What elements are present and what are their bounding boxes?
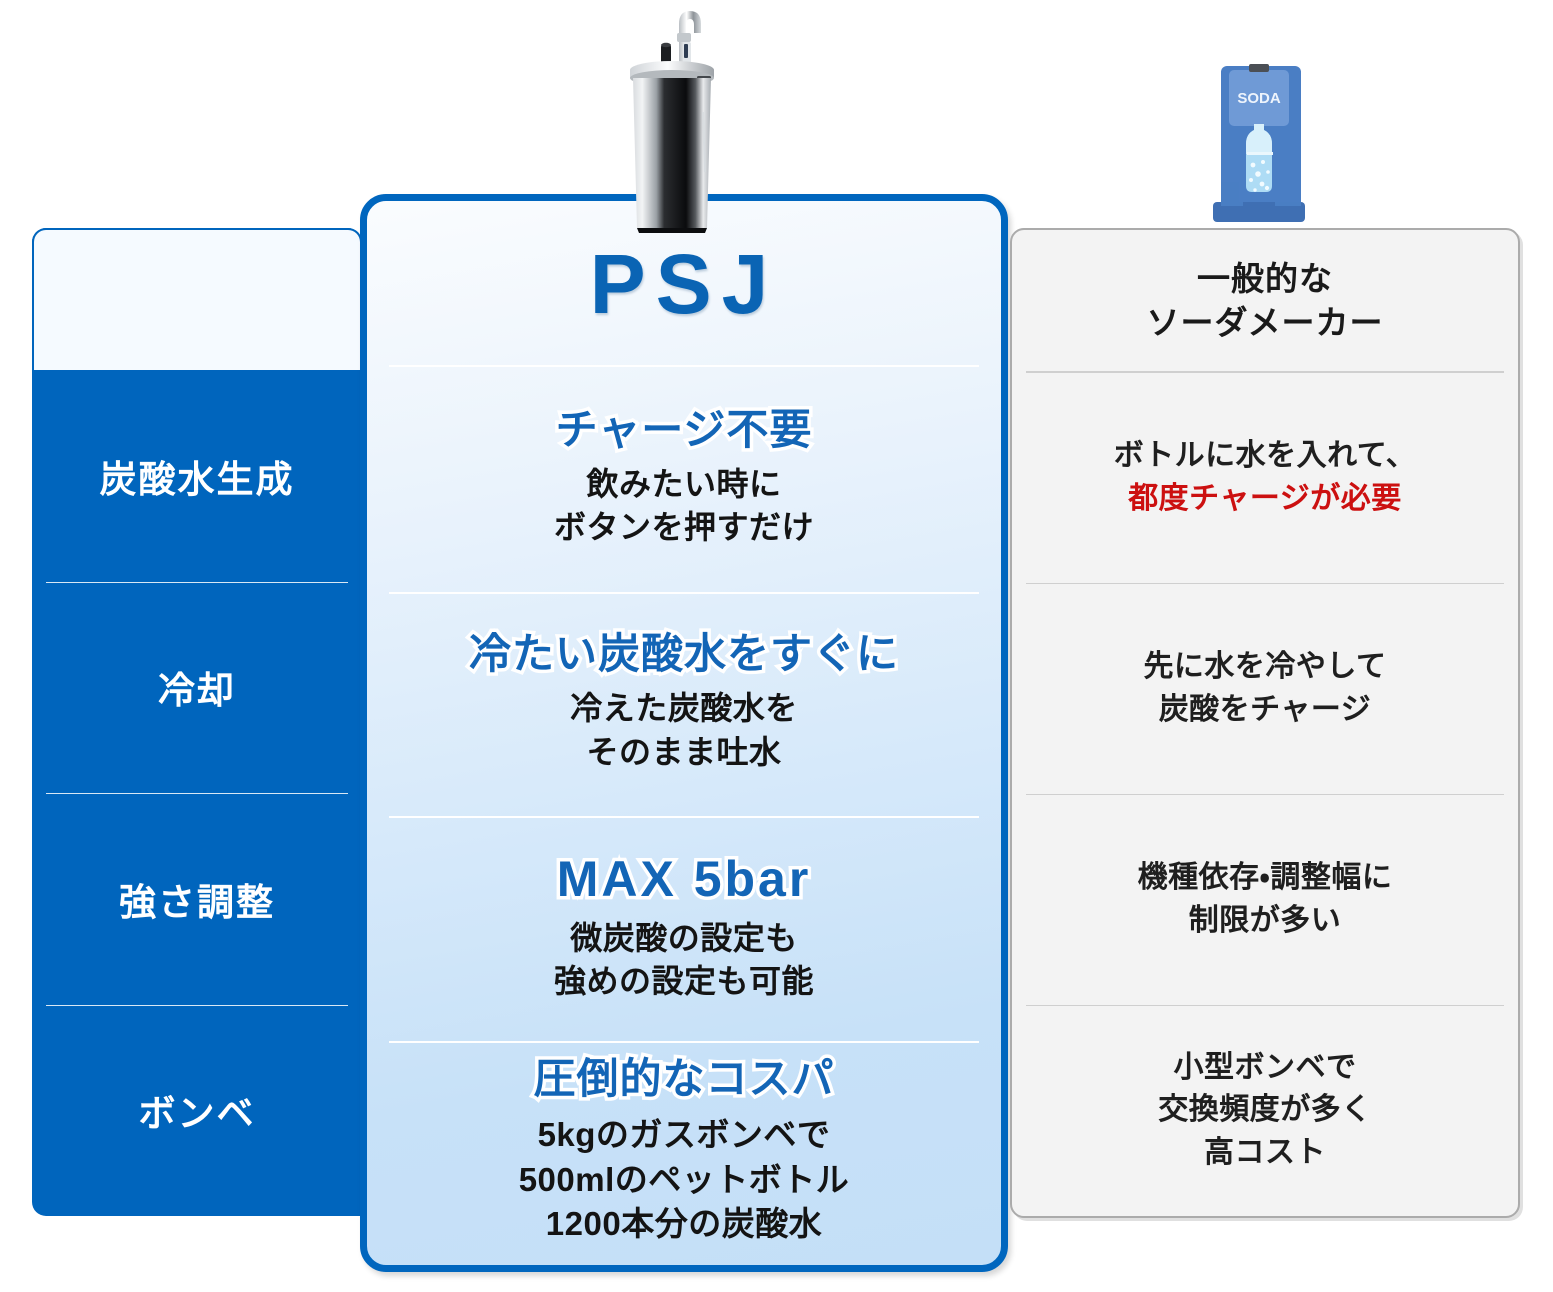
psj-detail-carbonation-line2: ボタンを押すだけ xyxy=(553,509,814,546)
generic-panel-header: 一般的な ソーダメーカー xyxy=(1012,230,1518,372)
psj-detail-cylinder-line1: 5kgのガスボンベで xyxy=(537,1115,831,1153)
psj-detail-cylinder-line3: 1200本分の炭酸水 xyxy=(545,1205,823,1243)
generic-cooling-line2: 炭酸をチャージ xyxy=(1158,692,1372,726)
psj-headline-cylinder: 圧倒的なコスパ xyxy=(530,1052,837,1106)
psj-row-strength: MAX 5bar 微炭酸の設定も 強めの設定も可能 xyxy=(367,816,1001,1041)
psj-row-cooling: 冷たい炭酸水をすぐに 冷えた炭酸水を そのまま吐水 xyxy=(367,591,1001,817)
psj-headline-strength: MAX 5bar xyxy=(553,847,812,910)
generic-carbonation-warning: 都度チャージが必要 xyxy=(1128,481,1402,515)
psj-row-cylinder: 圧倒的なコスパ 5kgのガスボンベで 500mlのペットボトル 1200本分の炭… xyxy=(367,1040,1001,1266)
water-dispenser-image xyxy=(630,11,714,233)
feature-label-column: 炭酸水生成 冷却 強さ調整 ボンベ xyxy=(32,228,362,1216)
psj-headline-cooling: 冷たい炭酸水をすぐに xyxy=(465,627,901,681)
generic-title-line2: ソーダメーカー xyxy=(1146,304,1384,341)
soda-label: SODA xyxy=(1237,90,1281,107)
generic-soda-maker-panel: 一般的な ソーダメーカー ボトルに水を入れて、 都度チャージが必要 先に水を冷や… xyxy=(1010,228,1520,1218)
psj-headline-carbonation: チャージ不要 xyxy=(552,402,815,456)
generic-row-cylinder: 小型ボンベで 交換頻度が多く 高コスト xyxy=(1012,1005,1518,1216)
psj-row-carbonation: チャージ不要 飲みたい時に ボタンを押すだけ xyxy=(367,367,1001,592)
feature-label-cylinder: ボンベ xyxy=(32,1004,362,1217)
psj-title: PSJ xyxy=(589,236,779,331)
psj-detail-cooling-line1: 冷えた炭酸水を xyxy=(570,690,798,727)
psj-detail-cylinder-line2: 500mlのペットボトル xyxy=(518,1160,850,1198)
psj-card-header: PSJ xyxy=(367,201,1001,367)
feature-label-cooling: 冷却 xyxy=(32,581,362,794)
psj-comparison-card: PSJ チャージ不要 飲みたい時に ボタンを押すだけ 冷たい炭酸水をすぐに 冷え… xyxy=(360,194,1008,1272)
soda-maker-image: SODA xyxy=(1213,64,1305,222)
feature-label-strength: 強さ調整 xyxy=(32,793,362,1005)
label-column-header xyxy=(32,228,362,370)
generic-cylinder-line3: 高コスト xyxy=(1204,1135,1326,1169)
generic-title-line1: 一般的な xyxy=(1197,260,1333,298)
psj-detail-strength-line1: 微炭酸の設定も xyxy=(570,919,798,956)
psj-detail-carbonation-line1: 飲みたい時に xyxy=(586,465,782,502)
generic-strength-line1: 機種依存・調整幅に xyxy=(1137,860,1393,894)
generic-cylinder-line1: 小型ボンベで xyxy=(1173,1050,1357,1084)
generic-row-cooling: 先に水を冷やして 炭酸をチャージ xyxy=(1012,583,1518,794)
psj-detail-strength-line2: 強めの設定も可能 xyxy=(553,963,814,1000)
feature-label-carbonation: 炭酸水生成 xyxy=(99,458,295,500)
psj-detail-cooling-line2: そのまま吐水 xyxy=(586,733,782,770)
generic-strength-line2: 制限が多い xyxy=(1188,903,1342,937)
generic-carbonation-line1: ボトルに水を入れて、 xyxy=(1113,438,1417,472)
generic-row-strength: 機種依存・調整幅に 制限が多い xyxy=(1012,794,1518,1005)
generic-row-carbonation: ボトルに水を入れて、 都度チャージが必要 xyxy=(1012,372,1518,583)
generic-cylinder-line2: 交換頻度が多く xyxy=(1158,1093,1372,1127)
generic-cooling-line1: 先に水を冷やして xyxy=(1143,649,1387,683)
